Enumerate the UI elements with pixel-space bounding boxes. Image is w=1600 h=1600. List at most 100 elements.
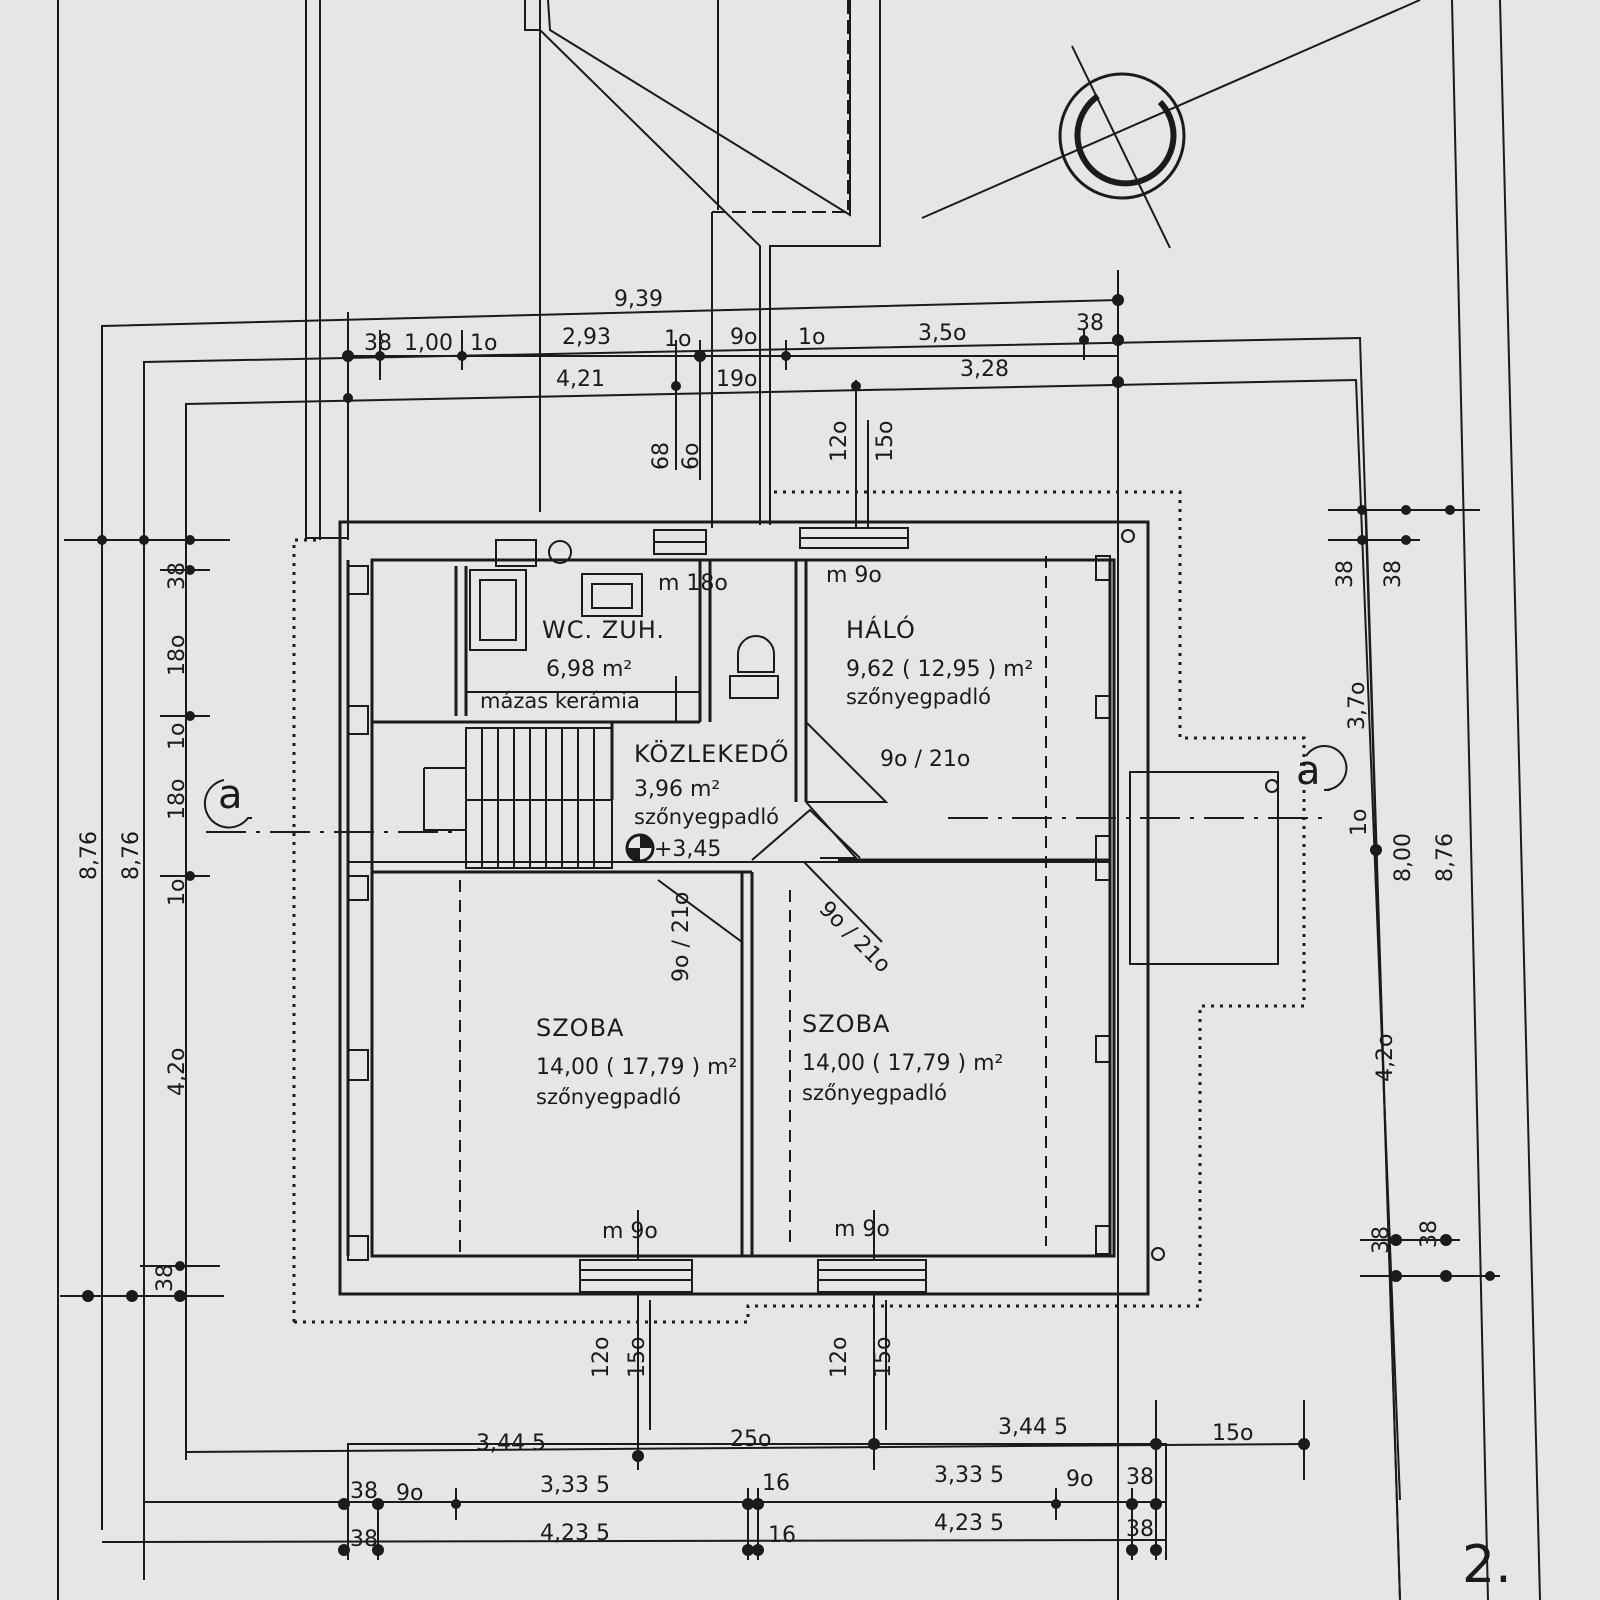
dim-label: 1o bbox=[470, 331, 497, 356]
room-area: 14,00 ( 17,79 ) m² bbox=[536, 1055, 737, 1080]
dim-label: 38 bbox=[1369, 1226, 1394, 1254]
windows bbox=[579, 527, 927, 1293]
dim-label: 38 bbox=[1417, 1220, 1442, 1248]
dims-right: 38 38 3,7o 1o 8,00 8,76 4,2o 38 38 bbox=[1333, 560, 1458, 1254]
room-floor: mázas kerámia bbox=[480, 689, 640, 713]
dim-label: 6o bbox=[679, 443, 704, 470]
dim-label: 38 bbox=[1126, 1517, 1154, 1542]
room-name: WC. ZUH. bbox=[542, 616, 665, 644]
dim-label: 19o bbox=[716, 367, 757, 392]
dim-label: 4,23 5 bbox=[934, 1511, 1004, 1536]
dim-label: 3,33 5 bbox=[934, 1463, 1004, 1488]
roof-outline bbox=[305, 0, 881, 540]
dim-label: 38 bbox=[350, 1479, 378, 1504]
dim-label: 3,44 5 bbox=[476, 1431, 546, 1456]
room-szoba-left: SZOBA 14,00 ( 17,79 ) m² szőnyegpadló bbox=[536, 1014, 737, 1109]
dim-label: 38 bbox=[165, 562, 190, 590]
dim-label: 15o bbox=[625, 1337, 650, 1378]
room-floor: szőnyegpadló bbox=[846, 685, 991, 709]
dim-label: 15o bbox=[871, 1337, 896, 1378]
exterior-walls bbox=[338, 520, 1150, 1296]
dim-label: 8,76 bbox=[77, 831, 102, 880]
dims-left: 8,76 8,76 38 18o 1o 18o 1o 4,2o 38 bbox=[77, 562, 190, 1292]
dim-label: 38 bbox=[350, 1527, 378, 1552]
dim-label: 4,23 5 bbox=[540, 1521, 610, 1546]
dim-label: 12o bbox=[827, 1337, 852, 1378]
page-number: 2. bbox=[1462, 1535, 1512, 1595]
dim-label: 16 bbox=[762, 1471, 790, 1496]
section-marker-right: a bbox=[1296, 748, 1321, 794]
dim-label: 8,76 bbox=[1433, 833, 1458, 882]
room-name: SZOBA bbox=[536, 1014, 624, 1042]
room-area: 9,62 ( 12,95 ) m² bbox=[846, 657, 1033, 682]
dim-label: 3,5o bbox=[918, 321, 966, 346]
dim-label: 1o bbox=[664, 327, 691, 352]
dim-label: 4,2o bbox=[165, 1048, 190, 1096]
room-area: 6,98 m² bbox=[546, 657, 632, 682]
bathroom-fixtures bbox=[466, 539, 779, 699]
room-floor: szőnyegpadló bbox=[802, 1081, 947, 1105]
dims-bottom: 12o 15o 12o 15o 3,44 5 25o 3,44 5 15o 38… bbox=[350, 1337, 1253, 1552]
dim-label: 9o bbox=[1066, 1467, 1093, 1492]
eave-line-right bbox=[294, 490, 1306, 1324]
room-kozlekedo: KÖZLEKEDŐ 3,96 m² szőnyegpadló +3,45 bbox=[634, 738, 790, 862]
dim-label: 8,00 bbox=[1391, 833, 1416, 882]
section-line bbox=[203, 745, 1348, 965]
dim-label: 4,2o bbox=[1373, 1034, 1398, 1082]
dim-label: 16 bbox=[768, 1523, 796, 1548]
interior-walls bbox=[346, 560, 1110, 1256]
pilasters bbox=[347, 529, 1165, 1261]
room-name: KÖZLEKEDŐ bbox=[634, 738, 790, 768]
dim-label: 8,76 bbox=[119, 831, 144, 880]
section-marker-left: a bbox=[218, 772, 243, 818]
dim-label: 38 bbox=[1333, 560, 1358, 588]
room-floor: szőnyegpadló bbox=[634, 805, 779, 829]
room-wc: WC. ZUH. 6,98 m² mázas kerámia bbox=[480, 616, 665, 713]
dim-label: 25o bbox=[730, 1427, 771, 1452]
room-name: HÁLÓ bbox=[846, 614, 916, 644]
dim-label: 38 bbox=[1381, 560, 1406, 588]
level-marker-icon bbox=[625, 833, 655, 863]
dim-label: 1o bbox=[798, 325, 825, 350]
dim-label: 68 bbox=[649, 442, 674, 470]
room-area: 14,00 ( 17,79 ) m² bbox=[802, 1051, 1003, 1076]
dim-label: 12o bbox=[827, 421, 852, 462]
dim-label: 3,28 bbox=[960, 357, 1009, 382]
szoba-right-window-label: m 9o bbox=[834, 1217, 890, 1242]
dim-label: 2,93 bbox=[562, 325, 611, 350]
dim-label: 9,39 bbox=[614, 287, 663, 312]
dim-label: 15o bbox=[873, 421, 898, 462]
dim-label: 38 bbox=[1076, 311, 1104, 336]
dim-label: 9o bbox=[396, 1481, 423, 1506]
dim-label: 3,7o bbox=[1345, 682, 1370, 730]
dim-label: 38 bbox=[364, 331, 392, 356]
dim-label: 38 bbox=[153, 1264, 178, 1292]
dimension-dots bbox=[82, 294, 1495, 1556]
doors bbox=[657, 676, 889, 944]
room-floor: szőnyegpadló bbox=[536, 1085, 681, 1109]
halo-window-label: m 9o bbox=[826, 563, 882, 588]
door-szoba-left-label: 9o / 21o bbox=[669, 892, 694, 982]
wc-window-label: m 18o bbox=[658, 571, 728, 596]
dim-label: 1o bbox=[165, 879, 190, 906]
dim-label: 4,21 bbox=[556, 367, 605, 392]
slope-lines bbox=[459, 556, 1047, 1254]
level-value: +3,45 bbox=[654, 837, 721, 862]
dim-label: 1,00 bbox=[404, 331, 453, 356]
room-area: 3,96 m² bbox=[634, 777, 720, 802]
room-halo: HÁLÓ 9,62 ( 12,95 ) m² szőnyegpadló bbox=[846, 614, 1033, 709]
sheet-border bbox=[57, 0, 1541, 1600]
szoba-left-window-label: m 9o bbox=[602, 1219, 658, 1244]
north-arrow-icon bbox=[921, 0, 1421, 249]
dim-label: 12o bbox=[589, 1337, 614, 1378]
dim-label: 9o bbox=[730, 325, 757, 350]
door-halo-label: 9o / 21o bbox=[880, 747, 970, 772]
room-szoba-right: SZOBA 14,00 ( 17,79 ) m² szőnyegpadló bbox=[802, 1010, 1003, 1105]
staircase bbox=[423, 727, 613, 869]
dim-label: 1o bbox=[1347, 809, 1372, 836]
dim-label: 3,33 5 bbox=[540, 1473, 610, 1498]
dim-label: 15o bbox=[1212, 1421, 1253, 1446]
room-name: SZOBA bbox=[802, 1010, 890, 1038]
